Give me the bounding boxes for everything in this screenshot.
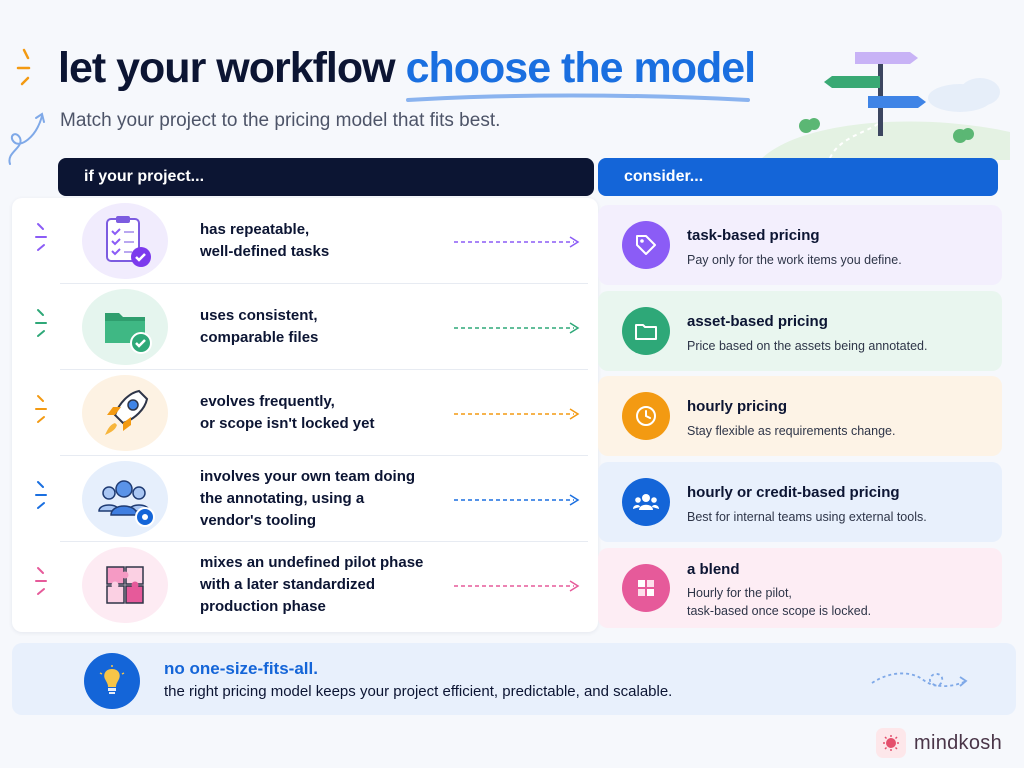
card-title: task-based pricing	[687, 227, 820, 244]
title-part2: choose the model	[405, 44, 757, 92]
sparkle-icon	[35, 309, 47, 337]
clock-icon	[622, 392, 670, 440]
arrow-right-icon	[454, 580, 580, 592]
title-underline	[406, 93, 750, 102]
condition-row: has repeatable,well-defined tasks	[12, 198, 598, 284]
card-title: hourly pricing	[687, 398, 788, 415]
folder-check-icon	[82, 289, 168, 365]
pricing-card-credit: hourly or credit-based pricing Best for …	[598, 462, 1002, 542]
conditions-panel: has repeatable,well-defined tasks uses c…	[12, 198, 598, 632]
sparkle-icon	[16, 48, 31, 86]
brand-logo: mindkosh	[876, 728, 1002, 758]
sparkle-icon	[35, 481, 47, 509]
pricing-card-task: task-based pricing Pay only for the work…	[598, 205, 1002, 285]
lightbulb-icon	[84, 653, 140, 709]
column-header-left: if your project...	[58, 158, 594, 196]
condition-text: has repeatable,well-defined tasks	[200, 221, 330, 260]
condition-row: evolves frequently,or scope isn't locked…	[12, 370, 598, 456]
rocket-icon	[82, 375, 168, 451]
brain-icon	[876, 728, 906, 758]
arrow-right-icon	[454, 494, 580, 506]
card-description: Pay only for the work items you define.	[687, 253, 902, 267]
pricing-card-blend: a blend Hourly for the pilot, task-based…	[598, 548, 1002, 628]
swirl-arrow-icon	[871, 672, 968, 687]
sparkle-icon	[35, 395, 47, 423]
card-title: hourly or credit-based pricing	[687, 484, 900, 501]
brand-name: mindkosh	[914, 731, 1002, 754]
card-description: Hourly for the pilot, task-based once sc…	[687, 586, 872, 618]
clipboard-check-icon	[82, 203, 168, 279]
card-description: Best for internal teams using external t…	[687, 510, 927, 524]
summary-banner: no one-size-fits-all. the right pricing …	[12, 643, 1016, 715]
arrow-right-icon	[454, 236, 580, 248]
card-description: Stay flexible as requirements change.	[687, 424, 896, 438]
summary-description: the right pricing model keeps your proje…	[164, 683, 673, 700]
condition-text: uses consistent,comparable files	[200, 307, 319, 346]
card-description: Price based on the assets being annotate…	[687, 339, 928, 353]
pricing-card-asset: asset-based pricing Price based on the a…	[598, 291, 1002, 371]
condition-row: uses consistent,comparable files	[12, 284, 598, 370]
signpost-illustration	[760, 52, 1010, 160]
arrow-right-icon	[454, 322, 580, 334]
sparkle-icon	[35, 223, 47, 251]
tag-icon	[622, 221, 670, 269]
card-title: asset-based pricing	[687, 313, 828, 330]
folder-icon	[622, 307, 670, 355]
people-icon	[622, 478, 670, 526]
team-gear-icon	[82, 461, 168, 537]
card-title: a blend	[687, 561, 740, 578]
curly-arrow-icon	[8, 112, 45, 165]
column-header-right: consider...	[598, 158, 998, 196]
pricing-card-hourly: hourly pricing Stay flexible as requirem…	[598, 376, 1002, 456]
puzzle-piece-icon	[622, 564, 670, 612]
page-subtitle: Match your project to the pricing model …	[60, 110, 501, 131]
condition-text: evolves frequently,or scope isn't locked…	[200, 393, 375, 432]
summary-title: no one-size-fits-all.	[164, 659, 318, 678]
title-part1: let your workflow	[58, 44, 396, 92]
sparkle-icon	[35, 567, 47, 595]
puzzle-icon	[82, 547, 168, 623]
arrow-right-icon	[454, 408, 580, 420]
page-title: let your workflow choose the model	[58, 44, 757, 93]
